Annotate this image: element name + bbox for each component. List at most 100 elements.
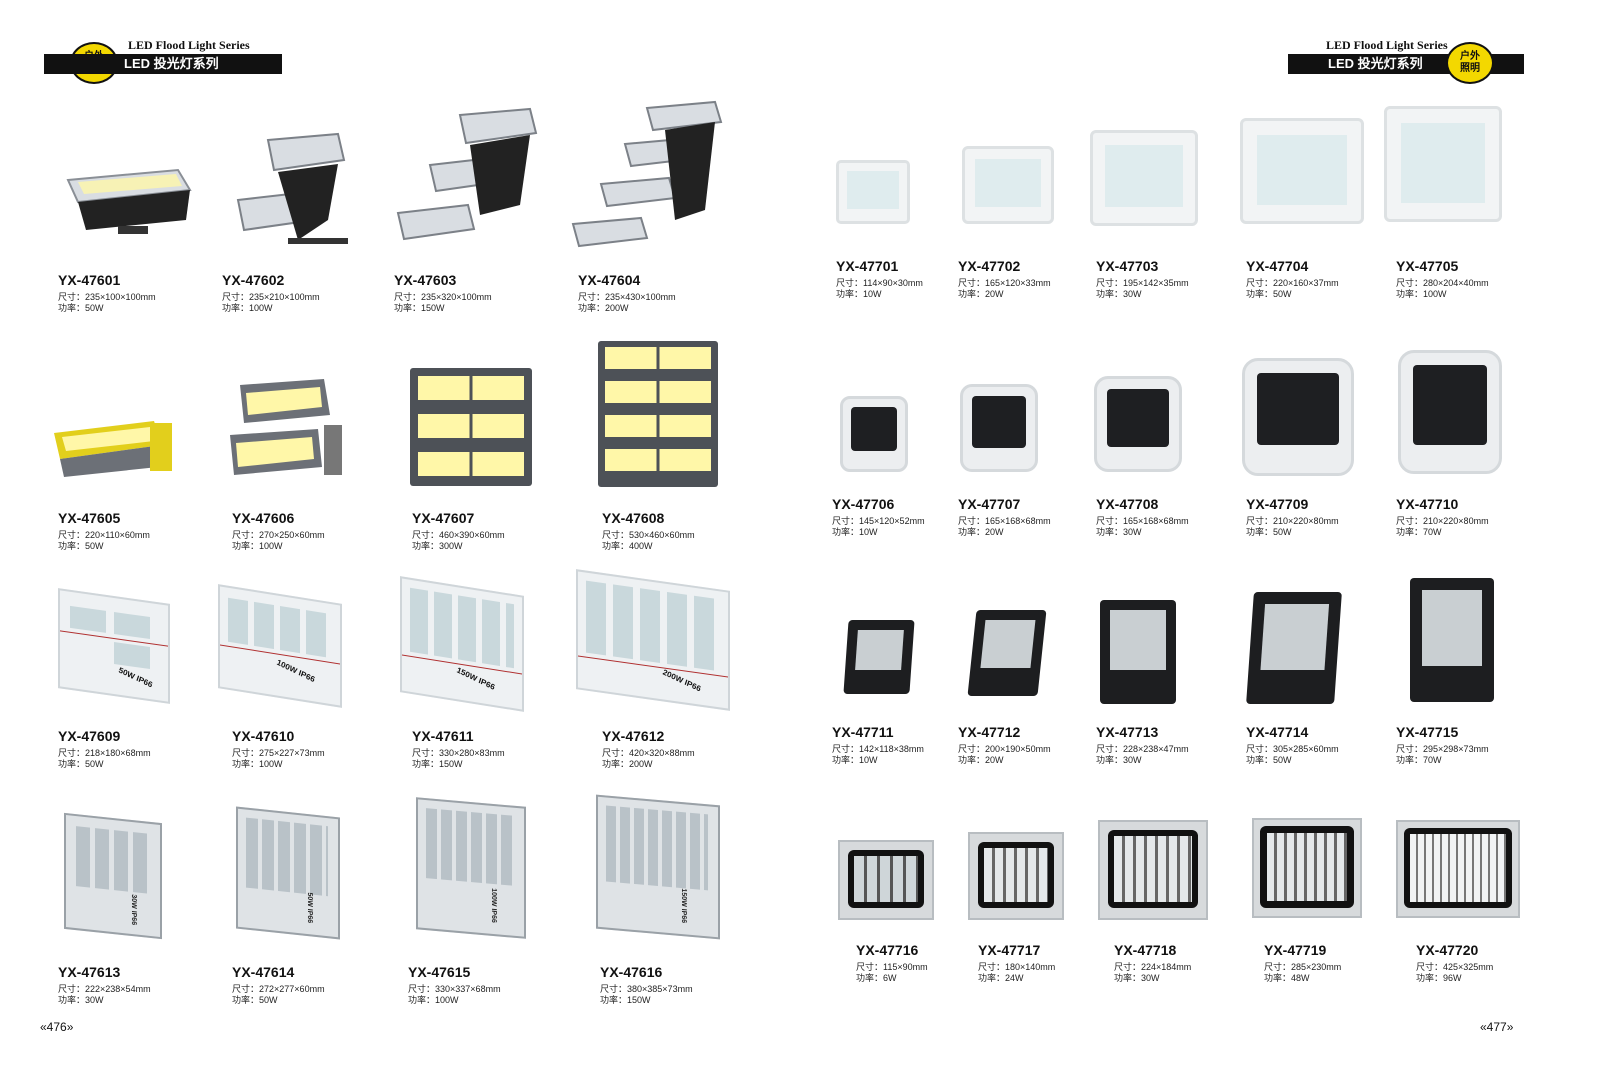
product-spec: 尺寸：222×238×54mm 功率：30W: [58, 984, 151, 1006]
product-image-slim-5: [1384, 106, 1502, 222]
model-number: YX-47717: [978, 942, 1041, 958]
product-spec: 尺寸：530×460×60mm 功率：400W: [602, 530, 695, 552]
size-label: 尺寸：: [856, 962, 884, 972]
product-image-panel-1: 50W IP66: [58, 588, 170, 704]
size-label: 尺寸：: [832, 516, 860, 526]
size-value: 222×238×54mm: [85, 984, 151, 994]
power-label: 功率：: [1246, 289, 1274, 299]
product-image-housing-1: [840, 396, 908, 472]
product-spec: 尺寸：114×90×30mm 功率：10W: [836, 278, 923, 300]
power-value: 30W: [1123, 755, 1142, 765]
model-number: YX-47709: [1246, 496, 1309, 512]
power-value: 30W: [1141, 973, 1160, 983]
left-page: 户外 照明 LED Flood Light Series LED 投光灯系列 Y…: [40, 38, 730, 1034]
size-label: 尺寸：: [1246, 744, 1274, 754]
power-label: 功率：: [1114, 973, 1142, 983]
power-label: 功率：: [958, 755, 986, 765]
size-label: 尺寸：: [1096, 278, 1124, 288]
power-value: 70W: [1423, 527, 1442, 537]
model-number: YX-47714: [1246, 724, 1309, 740]
product-image-slim-2: [962, 146, 1054, 224]
product-spec: 尺寸：210×220×80mm 功率：70W: [1396, 516, 1489, 538]
product-spec: 尺寸：285×230mm 功率：48W: [1264, 962, 1341, 984]
power-value: 10W: [863, 289, 882, 299]
product-image-housing-3: [1094, 376, 1182, 472]
power-label: 功率：: [836, 289, 864, 299]
model-number: YX-47715: [1396, 724, 1459, 740]
power-value: 48W: [1291, 973, 1310, 983]
product-spec: 尺寸：195×142×35mm 功率：30W: [1096, 278, 1189, 300]
size-value: 235×100×100mm: [85, 292, 156, 302]
power-value: 100W: [435, 995, 459, 1005]
power-value: 200W: [605, 303, 629, 313]
size-value: 224×184mm: [1141, 962, 1192, 972]
power-value: 20W: [985, 289, 1004, 299]
power-value: 10W: [859, 755, 878, 765]
product-spec: 尺寸：330×280×83mm 功率：150W: [412, 748, 505, 770]
outdoor-lighting-badge: 户外 照明: [1446, 42, 1494, 84]
size-value: 180×140mm: [1005, 962, 1056, 972]
model-number: YX-47716: [856, 942, 919, 958]
product-spec: 尺寸：330×337×68mm 功率：100W: [408, 984, 501, 1006]
product-image-frame-4: [1252, 818, 1362, 918]
power-label: 功率：: [602, 541, 630, 551]
product-image-grey-3: 100W IP66: [416, 797, 526, 939]
right-page: LED Flood Light Series LED 投光灯系列 户外 照明 Y…: [800, 0, 1600, 1086]
size-label: 尺寸：: [1246, 516, 1274, 526]
size-label: 尺寸：: [232, 748, 260, 758]
model-number: YX-47613: [58, 964, 121, 980]
product-spec: 尺寸：165×120×33mm 功率：20W: [958, 278, 1051, 300]
size-value: 235×210×100mm: [249, 292, 320, 302]
product-spec: 尺寸：115×90mm 功率：6W: [856, 962, 928, 984]
product-image-module-1: [66, 168, 192, 234]
power-value: 300W: [439, 541, 463, 551]
size-label: 尺寸：: [600, 984, 628, 994]
model-number: YX-47710: [1396, 496, 1459, 512]
product-image-grey-2: 50W IP66: [236, 806, 340, 940]
model-number: YX-47611: [412, 728, 474, 744]
product-image-grey-1: 30W IP66: [64, 812, 162, 940]
power-label: 功率：: [958, 527, 986, 537]
power-label: 功率：: [1096, 289, 1124, 299]
power-value: 6W: [883, 973, 897, 983]
size-label: 尺寸：: [58, 984, 86, 994]
size-label: 尺寸：: [222, 292, 250, 302]
power-value: 50W: [1273, 289, 1292, 299]
product-spec: 尺寸：235×210×100mm 功率：100W: [222, 292, 320, 314]
model-number: YX-47718: [1114, 942, 1177, 958]
model-number: YX-47702: [958, 258, 1021, 274]
size-value: 145×120×52mm: [859, 516, 925, 526]
size-label: 尺寸：: [1096, 516, 1124, 526]
product-image-black-3: [1100, 600, 1176, 704]
power-label: 功率：: [412, 541, 440, 551]
size-label: 尺寸：: [602, 748, 630, 758]
size-label: 尺寸：: [232, 984, 260, 994]
power-label: 功率：: [600, 995, 628, 1005]
product-image-housing-2: [960, 384, 1038, 472]
product-image-panel-4: 200W IP66: [576, 569, 730, 711]
product-spec: 尺寸：235×320×100mm 功率：150W: [394, 292, 492, 314]
product-spec: 尺寸：280×204×40mm 功率：100W: [1396, 278, 1489, 300]
power-value: 20W: [985, 527, 1004, 537]
size-label: 尺寸：: [1264, 962, 1292, 972]
product-spec: 尺寸：218×180×68mm 功率：50W: [58, 748, 151, 770]
power-label: 功率：: [1096, 755, 1124, 765]
product-spec: 尺寸：220×160×37mm 功率：50W: [1246, 278, 1339, 300]
product-spec: 尺寸：145×120×52mm 功率：10W: [832, 516, 925, 538]
power-label: 功率：: [602, 759, 630, 769]
product-spec: 尺寸：235×100×100mm 功率：50W: [58, 292, 156, 314]
model-number: YX-47604: [578, 272, 641, 288]
power-value: 10W: [859, 527, 878, 537]
product-spec: 尺寸：165×168×68mm 功率：20W: [958, 516, 1051, 538]
product-spec: 尺寸：305×285×60mm 功率：50W: [1246, 744, 1339, 766]
size-label: 尺寸：: [232, 530, 260, 540]
power-label: 功率：: [1396, 289, 1424, 299]
power-label: 功率：: [58, 541, 86, 551]
product-image-slim-4: [1240, 118, 1364, 224]
size-label: 尺寸：: [836, 278, 864, 288]
power-value: 100W: [249, 303, 273, 313]
size-value: 275×227×73mm: [259, 748, 325, 758]
size-label: 尺寸：: [958, 278, 986, 288]
size-value: 235×320×100mm: [421, 292, 492, 302]
model-number: YX-47708: [1096, 496, 1159, 512]
